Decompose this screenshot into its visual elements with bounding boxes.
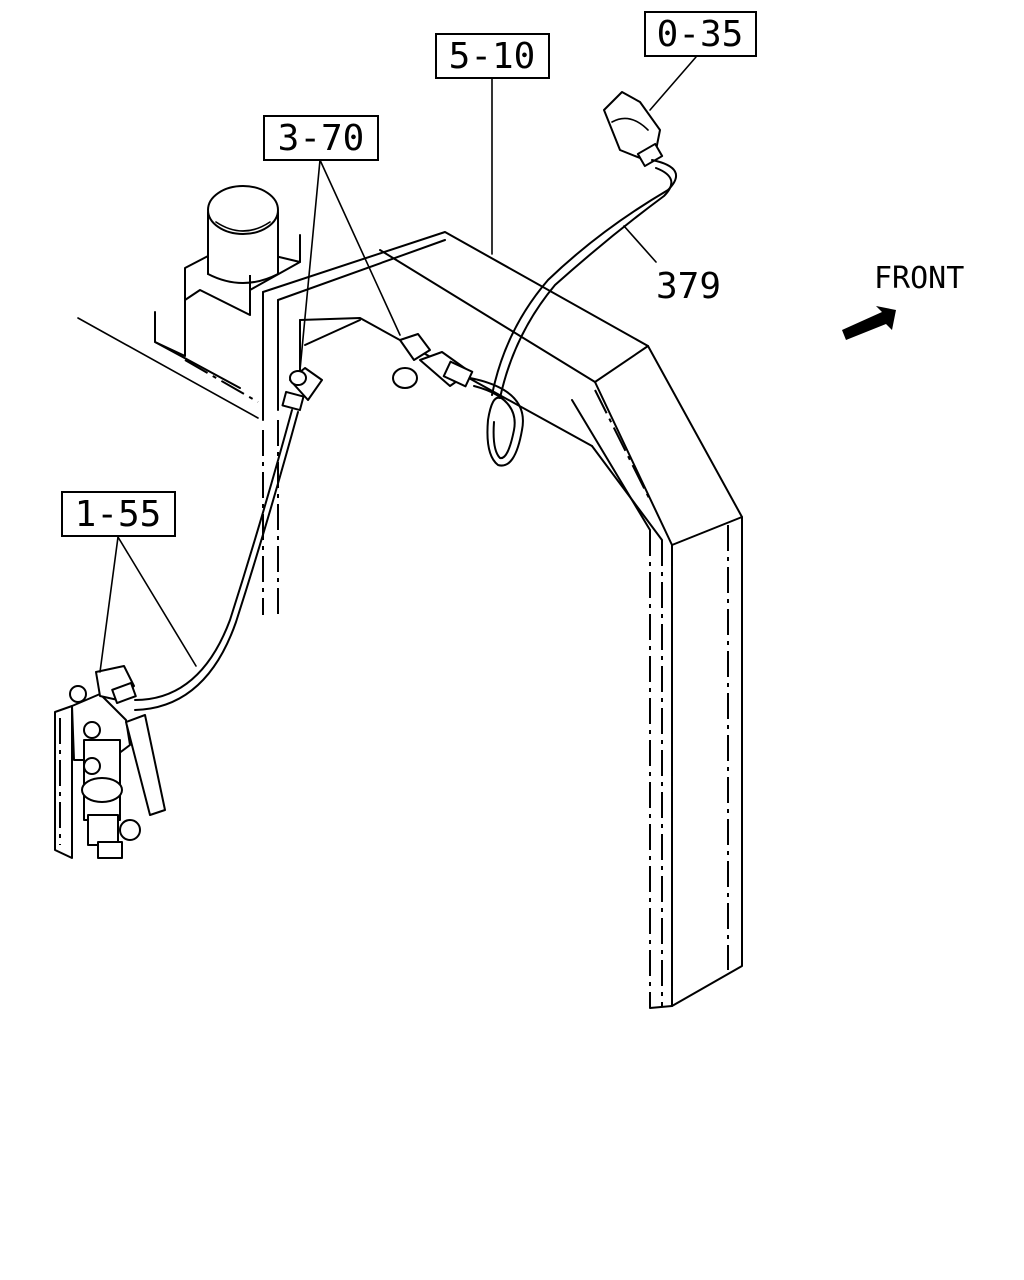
callout-1-55[interactable]: 1-55 bbox=[61, 491, 176, 537]
front-label: FRONT bbox=[874, 261, 964, 296]
engine-block bbox=[77, 185, 301, 419]
frame-member bbox=[262, 231, 743, 1009]
center-fittings bbox=[392, 333, 524, 467]
cylinder-assembly bbox=[54, 665, 166, 859]
leader-lines bbox=[99, 56, 697, 673]
svg-text:3-70: 3-70 bbox=[278, 118, 365, 159]
svg-text:0-35: 0-35 bbox=[657, 14, 744, 55]
callout-3-70[interactable]: 3-70 bbox=[263, 115, 379, 161]
front-arrow-icon bbox=[842, 306, 896, 340]
callout-5-10[interactable]: 5-10 bbox=[435, 33, 550, 79]
left-joint bbox=[134, 367, 323, 711]
callout-0-35[interactable]: 0-35 bbox=[644, 11, 757, 57]
svg-text:1-55: 1-55 bbox=[75, 494, 162, 535]
svg-text:5-10: 5-10 bbox=[449, 36, 536, 77]
part-number-label[interactable]: 379 bbox=[656, 266, 721, 307]
sensor-assembly bbox=[491, 91, 678, 399]
